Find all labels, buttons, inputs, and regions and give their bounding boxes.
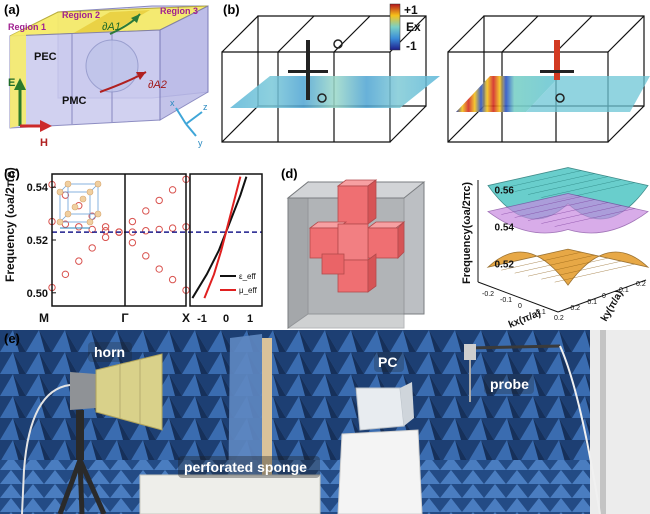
e-field-text: E xyxy=(8,77,15,89)
legend-entry: μ_eff xyxy=(239,286,258,295)
surface-grid-line xyxy=(541,260,622,280)
pec-text: PEC xyxy=(34,51,57,63)
surface-grid-line xyxy=(554,208,635,227)
region-3-text: Region 3 xyxy=(160,6,198,16)
sponge-text: perforated sponge xyxy=(184,459,307,475)
surface-grid-line xyxy=(527,202,609,221)
region-1-text: Region 1 xyxy=(8,22,46,32)
surface-grid-line xyxy=(514,173,595,192)
surface-grid-line xyxy=(554,263,635,283)
surface-grid-line xyxy=(527,176,609,195)
d-xtick-label: -0.1 xyxy=(500,297,512,304)
d-ztick-label: 0.54 xyxy=(495,222,515,233)
band-point xyxy=(155,265,163,273)
legend-entry: ε_eff xyxy=(239,272,257,281)
panel-a-label: (a) xyxy=(4,2,20,17)
d-xtick-label: -0.2 xyxy=(482,291,494,298)
d-ztick-label: 0.52 xyxy=(495,259,515,270)
d-ztick-label: 0.56 xyxy=(495,185,515,196)
region-2-text: Region 2 xyxy=(62,10,100,20)
surface-grid-line xyxy=(527,257,609,277)
band-point xyxy=(101,223,110,231)
c-ylabel: Frequency (ωa/2πc) xyxy=(3,167,17,282)
band-point xyxy=(142,252,150,260)
surface-grid-line xyxy=(501,251,582,271)
panel-b-figure: +1 Ex -1 xyxy=(221,3,650,143)
axis-y-text: y xyxy=(198,138,203,148)
d-xtick-label: 0 xyxy=(518,303,522,310)
band-point xyxy=(128,217,137,226)
panel-d-cube xyxy=(286,179,426,329)
panel-b-label: (b) xyxy=(223,2,240,17)
param-curve xyxy=(203,176,242,299)
surface-grid-line xyxy=(501,196,582,215)
band-point xyxy=(61,270,70,279)
band-point xyxy=(101,233,110,242)
a1-text: ∂A1 xyxy=(102,21,121,33)
d-xlabel: kx(π/a) xyxy=(507,308,542,331)
c-xtick-label: M xyxy=(39,311,49,325)
band-point xyxy=(101,227,110,235)
d-ytick-label: 0 xyxy=(602,293,606,300)
d-ytick-label: 0.1 xyxy=(619,287,629,294)
pmc-text: PMC xyxy=(62,95,87,107)
a2-text: ∂A2 xyxy=(148,79,167,91)
panel-d-label: (d) xyxy=(281,166,298,181)
c-param-xtick-label: -1 xyxy=(197,313,207,325)
band-point xyxy=(142,207,150,215)
panel-e-photo: horn PC probe perforated sponge xyxy=(0,330,650,514)
c-param-xtick-label: 0 xyxy=(223,313,229,325)
panel-c-label: (c) xyxy=(4,166,20,181)
d-ytick-label: -0.2 xyxy=(568,305,580,312)
d-ytick-label: -0.1 xyxy=(585,299,597,306)
band-point xyxy=(75,223,83,231)
h-field-text: H xyxy=(40,137,48,149)
c-param-xtick-label: 1 xyxy=(247,313,253,325)
colorbar-title-text: Ex xyxy=(406,20,421,34)
pc-text: PC xyxy=(378,354,397,370)
d-xtick-label: 0.2 xyxy=(554,315,564,322)
horn-text: horn xyxy=(94,344,125,360)
band-point xyxy=(128,238,137,247)
surface-grid-line xyxy=(541,205,622,224)
colorbar-max-text: +1 xyxy=(404,3,418,17)
band-point xyxy=(168,224,177,232)
c-ytick-label: 0.52 xyxy=(27,235,48,247)
band-point xyxy=(168,275,177,284)
panel-c-chart: Frequency (ωa/2πc) 0.50 0.52 0.54 M Γ X -1 0 1… xyxy=(3,167,263,325)
band-point xyxy=(75,257,83,265)
band-point xyxy=(115,228,123,236)
c-xtick-label: Γ xyxy=(121,311,129,325)
band-point xyxy=(168,186,177,194)
d-ytick-label: 0.2 xyxy=(636,281,646,288)
c-ytick-label: 0.50 xyxy=(27,288,48,300)
band-point xyxy=(88,244,96,252)
panel-a-figure: Region 1 Region 2 Region 3 PEC PMC ∂A1 ∂… xyxy=(8,5,209,149)
probe-text: probe xyxy=(490,376,529,392)
surface-grid-line xyxy=(501,170,582,189)
colorbar-min-text: -1 xyxy=(406,39,417,53)
axis-x-text: x xyxy=(170,98,175,108)
c-ytick-label: 0.54 xyxy=(27,182,49,194)
band-point xyxy=(155,196,163,205)
panel-e-label: (e) xyxy=(4,331,20,346)
d-xtick-label: 0.1 xyxy=(536,309,546,316)
d-zlabel: Frequency(ωa/2πc) xyxy=(461,182,473,284)
band-point xyxy=(142,227,150,235)
c-xtick-label: X xyxy=(182,311,190,325)
dispersion-surface xyxy=(487,193,649,234)
axis-z-text: z xyxy=(203,102,208,112)
surface-grid-line xyxy=(514,254,595,274)
surface-grid-line xyxy=(541,179,622,198)
surface-grid-line xyxy=(514,199,595,218)
panel-d-chart: Frequency(ωa/2πc) 0.52 0.54 0.56 -0.2 -0.1 0… xyxy=(461,167,650,331)
